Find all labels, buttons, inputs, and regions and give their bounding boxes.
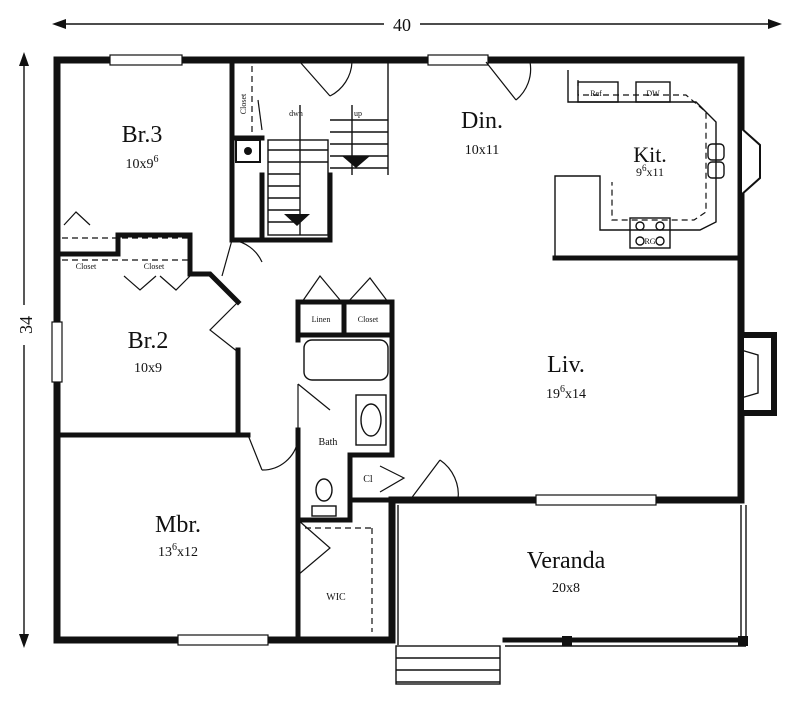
room-veranda-size: 20x8	[552, 581, 580, 596]
kitchen-bay-window	[740, 125, 761, 198]
range	[629, 217, 671, 249]
label-closet-left: Closet	[76, 262, 97, 271]
window-br3-top	[109, 54, 183, 66]
width-dimension-label: 40	[393, 15, 411, 35]
room-mbr-name: Mbr.	[155, 512, 201, 538]
label-bath: Bath	[319, 437, 338, 448]
sink-top	[707, 143, 725, 161]
stair-up-arrow-icon	[342, 156, 370, 168]
room-br2-size: 10x9	[134, 361, 162, 376]
label-up: up	[354, 109, 362, 118]
label-rg: RG	[644, 237, 655, 246]
windows	[51, 54, 657, 646]
room-liv-size: 196x14	[546, 384, 586, 402]
bathtub	[303, 339, 389, 381]
room-labels: Br.3 10x96 Br.2 10x9 Mbr. 136x12 Din. 10…	[122, 108, 667, 596]
label-linen: Linen	[312, 315, 331, 324]
stair-post-icon	[244, 147, 252, 155]
refrigerator	[577, 81, 619, 103]
label-closet-stair: Closet	[239, 93, 248, 114]
window-liv-bottom	[535, 494, 657, 506]
depth-dimension: 34	[16, 52, 36, 648]
room-br2-name: Br.2	[128, 328, 169, 354]
sink	[360, 403, 382, 437]
label-dw: DW	[646, 89, 660, 98]
label-cl: Cl	[363, 474, 373, 485]
window-mbr-bottom	[177, 634, 269, 646]
room-liv-name: Liv.	[547, 352, 585, 378]
room-kit-size: 96x11	[636, 163, 664, 179]
room-din-size: 10x11	[465, 143, 499, 158]
room-din-name: Din.	[461, 108, 503, 134]
depth-dimension-label: 34	[16, 316, 36, 334]
veranda	[395, 505, 748, 685]
stair-down-arrow-icon	[284, 214, 310, 226]
front-steps	[395, 645, 501, 685]
doors	[63, 61, 532, 576]
label-wic: WIC	[326, 592, 346, 603]
dishwasher	[635, 81, 671, 103]
closet-outlines	[62, 66, 373, 632]
label-dwn: dwn	[289, 109, 303, 118]
window-din-top	[427, 54, 489, 66]
fixture-labels: Closet Closet Closet Linen Closet Bath W…	[76, 89, 660, 603]
label-closet-br2: Closet	[144, 262, 165, 271]
toilet	[315, 478, 333, 502]
label-ref: Ref	[590, 89, 602, 98]
room-br3-size: 10x96	[126, 154, 159, 172]
width-dimension: 40	[52, 15, 782, 35]
room-kit-name: Kit.	[633, 142, 667, 167]
room-br3-name: Br.3	[122, 122, 163, 148]
sink-bottom	[707, 161, 725, 179]
label-closet-hall: Closet	[358, 315, 379, 324]
kitchen-counters	[554, 70, 725, 256]
fireplace	[738, 332, 777, 416]
window-br2-left	[51, 321, 63, 383]
stairs	[235, 60, 389, 236]
room-veranda-name: Veranda	[527, 548, 606, 574]
interior-walls	[54, 57, 744, 643]
room-mbr-size: 136x12	[158, 542, 198, 560]
bath-fixtures	[303, 339, 389, 517]
